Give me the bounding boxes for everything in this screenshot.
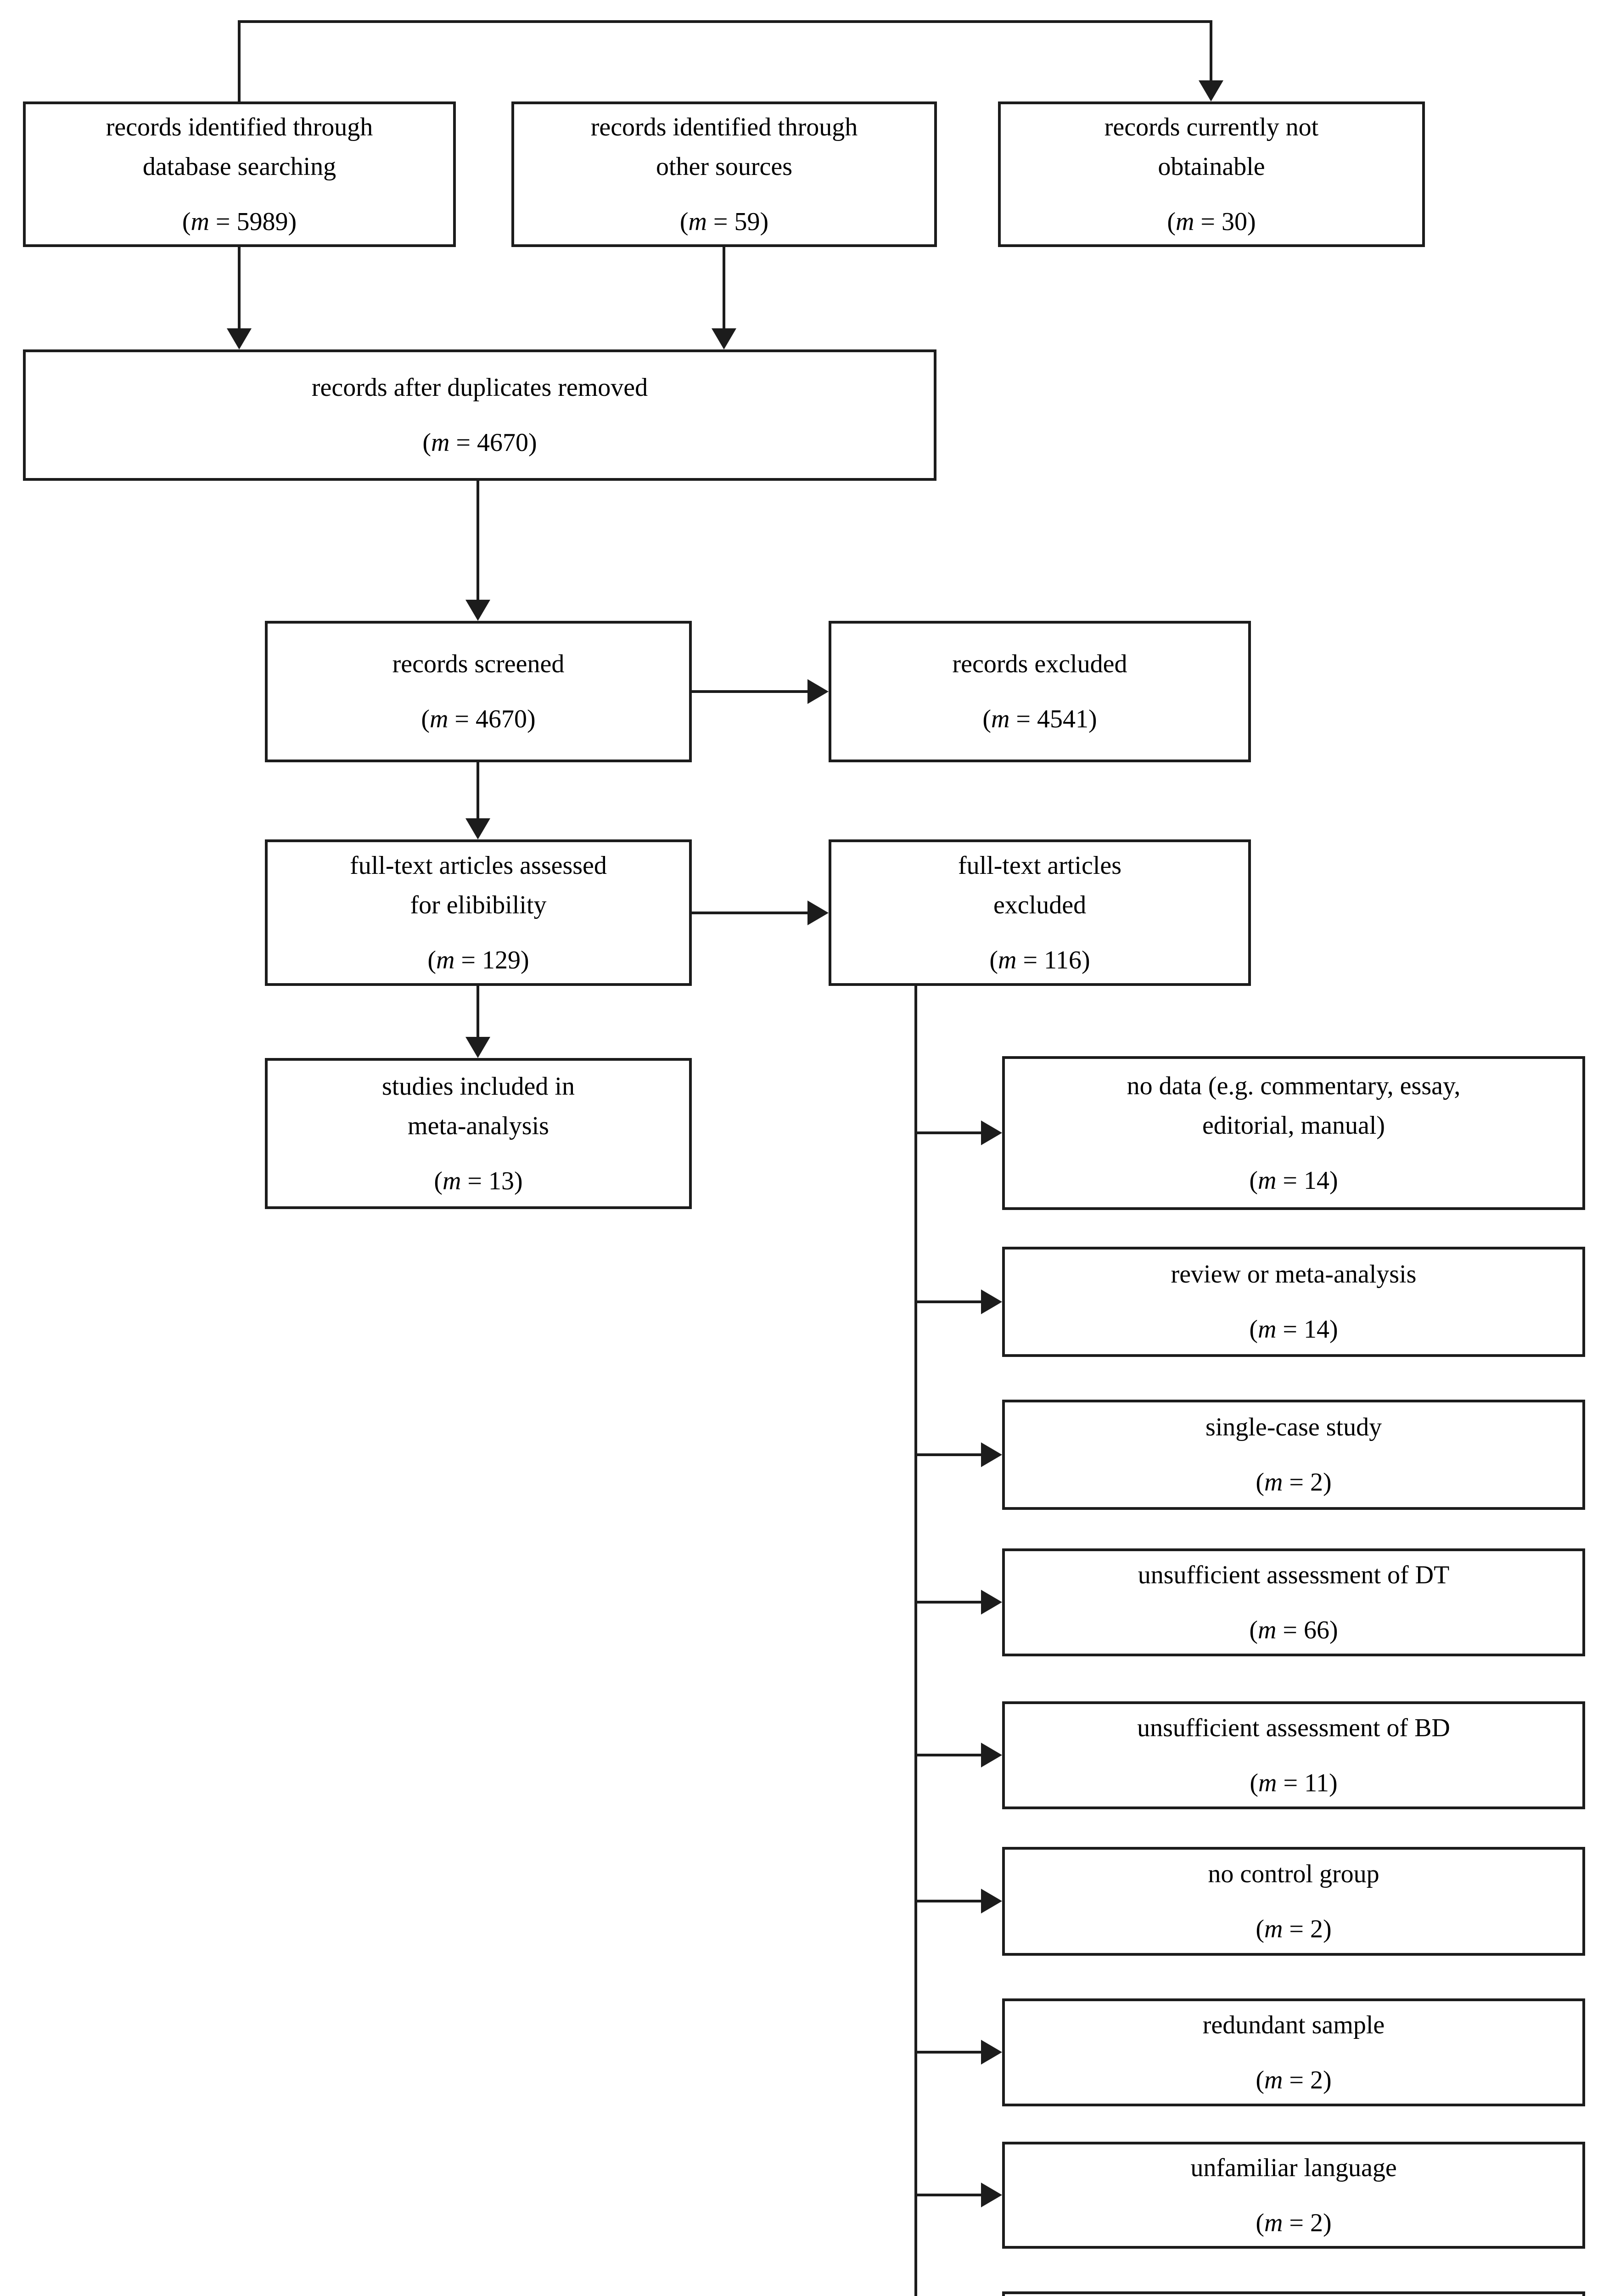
- arrowhead-other-to-duplicates: [712, 328, 736, 349]
- node-records-excluded: records excluded (m = 4541): [829, 621, 1251, 762]
- node-label: no control group: [1208, 1859, 1379, 1888]
- node-records-identified-other-sources: records identified through other sources…: [511, 101, 937, 247]
- arrowhead-review: [981, 1289, 1002, 1314]
- arrowhead-assessed-to-ft-excluded: [807, 900, 829, 925]
- node-records-after-duplicates-removed: records after duplicates removed (m = 46…: [23, 349, 936, 481]
- node-label: records identified through: [106, 113, 373, 141]
- node-label: unsufficient assessment of DT: [1138, 1560, 1450, 1589]
- branch-no-control: [914, 1900, 981, 1902]
- arrowhead-screened-to-assessed: [465, 818, 490, 839]
- arrowhead-screened-to-excluded: [807, 679, 829, 704]
- arrowhead-assessed-to-included: [465, 1037, 490, 1058]
- count-label: (m = 2): [1256, 1914, 1332, 1943]
- arrowhead-no-control: [981, 1889, 1002, 1913]
- node-label: records identified through: [590, 113, 858, 141]
- arrowhead-no-data: [981, 1120, 1002, 1145]
- node-records-not-obtainable: records currently not obtainable (m = 30…: [998, 101, 1425, 247]
- count-label: (m = 13): [434, 1166, 523, 1195]
- node-exclusion-review-meta-analysis: review or meta-analysis (m = 14): [1002, 1247, 1585, 1357]
- branch-bd: [914, 1754, 981, 1756]
- connector-duplicates-to-screened: [477, 478, 479, 600]
- node-label: redundant sample: [1202, 2010, 1385, 2039]
- branch-redundant: [914, 2051, 981, 2054]
- count-label: (m = 2): [1256, 2208, 1332, 2237]
- node-fulltext-excluded: full-text articles excluded (m = 116): [829, 839, 1251, 986]
- connector-top-right-vertical: [1210, 20, 1212, 80]
- count-label: (m = 59): [679, 207, 769, 236]
- arrowhead-dt: [981, 1590, 1002, 1615]
- arrowhead-single-case: [981, 1442, 1002, 1467]
- connector-top-left-vertical: [238, 20, 241, 103]
- node-label: studies included in: [382, 1072, 575, 1101]
- branch-language: [914, 2194, 981, 2196]
- node-label: meta-analysis: [408, 1111, 549, 1140]
- count-label: (m = 2): [1256, 1468, 1332, 1497]
- branch-dt: [914, 1601, 981, 1604]
- node-label: records after duplicates removed: [311, 373, 648, 402]
- node-label: no data (e.g. commentary, essay,: [1127, 1071, 1461, 1100]
- connector-db-to-duplicates: [238, 244, 241, 329]
- count-label: (m = 116): [989, 945, 1090, 974]
- node-exclusion-redundant-sample: redundant sample (m = 2): [1002, 1998, 1585, 2106]
- count-label: (m = 2): [1256, 2065, 1332, 2094]
- node-label: records screened: [392, 650, 565, 678]
- node-label: full-text articles assessed: [350, 851, 607, 880]
- connector-screened-to-excluded: [690, 690, 808, 693]
- node-exclusion-effect-size: effect size not obtainable (m = 3): [1002, 2291, 1585, 2296]
- count-label: (m = 66): [1249, 1615, 1338, 1644]
- count-label: (m = 14): [1249, 1315, 1338, 1344]
- node-records-identified-database: records identified through database sear…: [23, 101, 456, 247]
- node-label: records currently not: [1104, 113, 1319, 141]
- node-label: other sources: [656, 152, 792, 181]
- branch-no-data: [914, 1131, 981, 1134]
- node-label: obtainable: [1158, 152, 1265, 181]
- arrowhead-bd: [981, 1743, 1002, 1767]
- node-label: for elibibility: [410, 890, 547, 919]
- node-label: unfamiliar language: [1190, 2153, 1397, 2182]
- count-label: (m = 5989): [182, 207, 297, 236]
- count-label: (m = 4670): [421, 705, 536, 733]
- node-label: unsufficient assessment of BD: [1137, 1713, 1450, 1742]
- node-label: full-text articles: [958, 851, 1122, 880]
- arrowhead-duplicates-to-screened: [465, 600, 490, 621]
- count-label: (m = 14): [1249, 1166, 1338, 1195]
- node-label: records excluded: [952, 650, 1127, 678]
- connector-screened-to-assessed: [477, 760, 479, 819]
- node-studies-included: studies included in meta-analysis (m = 1…: [265, 1058, 692, 1209]
- arrowhead-language: [981, 2183, 1002, 2207]
- node-label: review or meta-analysis: [1171, 1260, 1417, 1289]
- branch-review: [914, 1300, 981, 1303]
- connector-assessed-to-ft-excluded: [690, 912, 808, 914]
- node-exclusion-assessment-bd: unsufficient assessment of BD (m = 11): [1002, 1701, 1585, 1809]
- node-exclusion-no-data: no data (e.g. commentary, essay, editori…: [1002, 1056, 1585, 1210]
- node-label: excluded: [993, 890, 1087, 919]
- node-label: database searching: [142, 152, 336, 181]
- count-label: (m = 4541): [982, 705, 1097, 733]
- node-label: editorial, manual): [1202, 1111, 1385, 1140]
- connector-other-to-duplicates: [723, 244, 725, 329]
- node-exclusion-no-control-group: no control group (m = 2): [1002, 1847, 1585, 1956]
- node-exclusion-single-case: single-case study (m = 2): [1002, 1400, 1585, 1510]
- node-exclusion-unfamiliar-language: unfamiliar language (m = 2): [1002, 2142, 1585, 2249]
- count-label: (m = 30): [1167, 207, 1256, 236]
- node-label: single-case study: [1205, 1413, 1382, 1441]
- count-label: (m = 129): [427, 945, 529, 974]
- connector-top-horizontal: [238, 20, 1212, 23]
- arrowhead-into-not-obtainable: [1199, 80, 1223, 101]
- node-exclusion-assessment-dt: unsufficient assessment of DT (m = 66): [1002, 1548, 1585, 1656]
- count-label: (m = 11): [1250, 1768, 1338, 1797]
- connector-exclusion-trunk: [914, 984, 917, 2296]
- node-fulltext-assessed: full-text articles assessed for elibibil…: [265, 839, 692, 986]
- arrowhead-redundant: [981, 2040, 1002, 2065]
- branch-single-case: [914, 1453, 981, 1456]
- connector-assessed-to-included: [477, 984, 479, 1037]
- node-records-screened: records screened (m = 4670): [265, 621, 692, 762]
- arrowhead-db-to-duplicates: [227, 328, 252, 349]
- count-label: (m = 4670): [422, 428, 537, 457]
